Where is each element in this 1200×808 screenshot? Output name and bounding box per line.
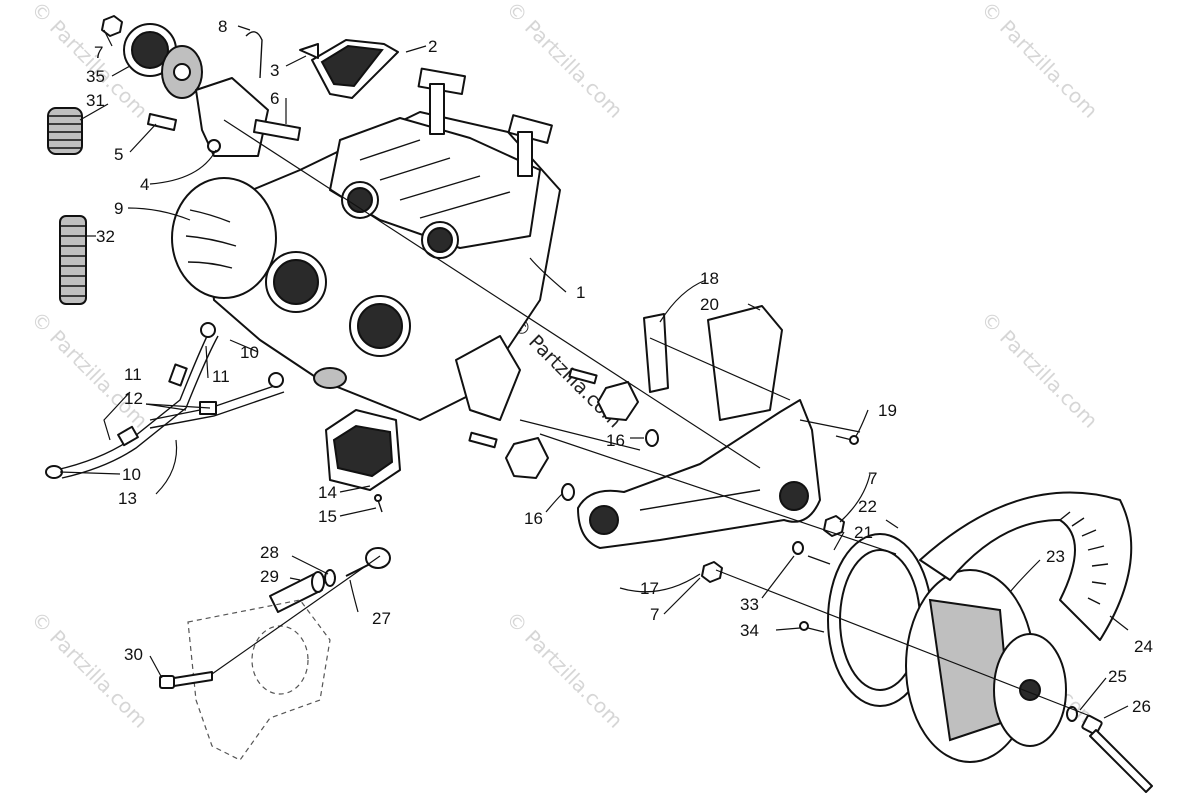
plate-20 (707, 305, 783, 421)
callout-25: 25 (1108, 667, 1127, 686)
callout-21: 21 (854, 523, 873, 542)
callout-34: 34 (740, 621, 759, 640)
callout-10: 10 (240, 343, 259, 362)
bracket-14 (325, 409, 401, 513)
callout-35: 35 (86, 67, 105, 86)
spring-32 (59, 215, 87, 305)
bolt-26 (1066, 706, 1153, 793)
callout-32: 32 (96, 227, 115, 246)
callout-7: 7 (868, 469, 877, 488)
callout-4: 4 (140, 175, 149, 194)
callout-19: 19 (878, 401, 897, 420)
callout-labels: 7 35 31 8 2 3 6 5 4 9 32 1 18 20 19 10 1… (86, 17, 1153, 716)
callout-30: 30 (124, 645, 143, 664)
callout-16: 16 (524, 509, 543, 528)
callout-29: 29 (260, 567, 279, 586)
callout-3: 3 (270, 61, 279, 80)
idler-pulley-assembly (101, 15, 203, 99)
callout-7: 7 (94, 43, 103, 62)
callout-5: 5 (114, 145, 123, 164)
callout-24: 24 (1134, 637, 1153, 656)
watermark: © Partzilla.com (26, 607, 152, 733)
clutch-23 (905, 569, 1067, 763)
washer-28 (324, 569, 336, 587)
callout-23: 23 (1046, 547, 1065, 566)
callout-13: 13 (118, 489, 137, 508)
spring-31 (47, 107, 83, 155)
watermark: © Partzilla.com (501, 0, 627, 123)
callout-22: 22 (858, 497, 877, 516)
callout-27: 27 (372, 609, 391, 628)
callout-28: 28 (260, 543, 279, 562)
leader-lines (59, 25, 1129, 719)
callout-10: 10 (122, 465, 141, 484)
bolt-30 (159, 671, 213, 689)
callout-33: 33 (740, 595, 759, 614)
axis-lines (211, 119, 1091, 717)
callout-18: 18 (700, 269, 719, 288)
callout-1: 1 (576, 283, 585, 302)
mount-16b (468, 431, 575, 501)
callout-11: 11 (212, 367, 230, 386)
drive-belt-24 (919, 491, 1133, 641)
callout-8: 8 (218, 17, 227, 36)
callout-17: 17 (640, 579, 659, 598)
callout-6: 6 (270, 89, 279, 108)
watermark: © Partzilla.com (501, 607, 627, 733)
callout-9: 9 (114, 199, 123, 218)
engine-1 (203, 67, 561, 421)
spacer-29 (269, 571, 325, 613)
watermark: © Partzilla.com (976, 0, 1102, 123)
housing-9 (171, 177, 277, 299)
plate-18 (643, 313, 669, 393)
callout-16: 16 (606, 431, 625, 450)
watermark: © Partzilla.com (976, 307, 1102, 433)
callout-20: 20 (700, 295, 719, 314)
bolt-27 (345, 547, 391, 577)
screw-19 (835, 435, 859, 445)
callout-7: 7 (650, 605, 659, 624)
screw-34 (799, 621, 825, 633)
mount-plate-17 (577, 399, 845, 583)
callout-2: 2 (428, 37, 437, 56)
callout-14: 14 (318, 483, 337, 502)
callout-31: 31 (86, 91, 105, 110)
callout-11: 11 (124, 365, 142, 384)
cover-2 (299, 39, 399, 99)
callout-26: 26 (1132, 697, 1151, 716)
callout-12: 12 (124, 389, 143, 408)
callout-15: 15 (318, 507, 337, 526)
